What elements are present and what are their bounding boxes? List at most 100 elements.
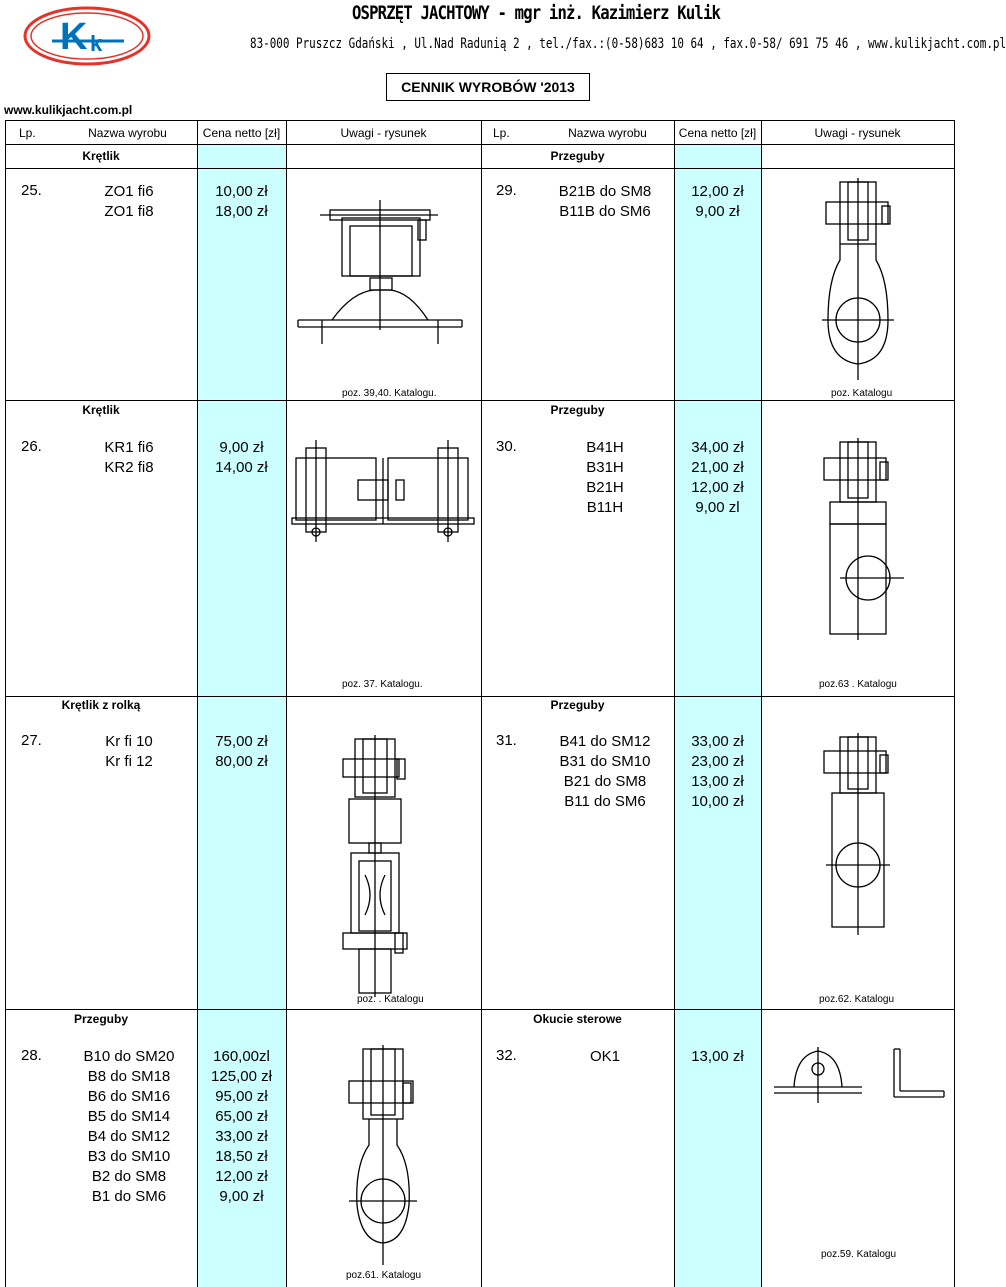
item-lp: 29.	[496, 182, 517, 199]
item-names: Kr fi 10 Kr fi 12	[65, 732, 193, 772]
item-prices: 9,00 zł 14,00 zł	[197, 438, 286, 478]
col-header-notes-left: Uwagi - rysunek	[340, 126, 427, 140]
item-price: 80,00 zł	[215, 753, 268, 770]
item-name: B3 do SM10	[87, 1148, 171, 1165]
section-label: Przeguby	[73, 1012, 128, 1026]
item-lp: 30.	[496, 438, 517, 455]
price-list-title: CENNIK WYROBÓW '2013	[386, 73, 590, 101]
item-names: B41H B31H B21H B11H	[540, 438, 670, 518]
catalog-note: poz. . Katalogu	[357, 994, 424, 1005]
section-label: Przeguby	[550, 149, 605, 163]
item-prices: 75,00 zł 80,00 zł	[197, 732, 286, 772]
catalog-note: poz. 39,40. Katalogu.	[342, 388, 437, 399]
joint-eye-drawing	[822, 178, 894, 380]
item-name: OK1	[589, 1048, 620, 1065]
item-lp: 25.	[21, 182, 42, 199]
item-name: Kr fi 12	[105, 753, 153, 770]
item-name: B1 do SM6	[91, 1188, 167, 1205]
item-lp: 26.	[21, 438, 42, 455]
item-price: 75,00 zł	[215, 733, 268, 750]
item-prices: 160,00zl 125,00 zł 95,00 zł 65,00 zł 33,…	[197, 1047, 286, 1207]
item-price: 14,00 zł	[215, 459, 268, 476]
item-lp: 27.	[21, 732, 42, 749]
catalog-note: poz.59. Katalogu	[821, 1249, 897, 1260]
item-price: 95,00 zł	[215, 1088, 268, 1105]
company-address: 83-000 Pruszcz Gdański , Ul.Nad Radunią …	[250, 36, 1006, 52]
item-name: B11B do SM6	[559, 203, 651, 220]
item-price: 9,00 zł	[695, 203, 740, 220]
item-prices: 12,00 zł 9,00 zł	[674, 182, 761, 222]
col-header-name-right: Nazwa wyrobu	[568, 126, 647, 140]
item-price: 33,00 zł	[215, 1128, 268, 1145]
joint-fork-drawing	[348, 1045, 417, 1265]
item-price: 12,00 zł	[691, 183, 744, 200]
item-names: KR1 fi6 KR2 fi8	[65, 438, 193, 478]
item-name: B31H	[586, 459, 624, 476]
svg-text:k: k	[90, 31, 103, 56]
swivel-plate-drawing	[297, 200, 463, 344]
item-price: 125,00 zł	[211, 1068, 272, 1085]
section-label: Krętlik	[82, 149, 120, 163]
company-logo: K k	[23, 6, 151, 66]
item-price: 12,00 zł	[215, 1168, 268, 1185]
item-price: 33,00 zł	[691, 733, 744, 750]
item-price: 18,50 zł	[215, 1148, 268, 1165]
item-name: B21 do SM8	[563, 773, 647, 790]
item-price: 10,00 zł	[691, 793, 744, 810]
item-name: B31 do SM10	[559, 753, 651, 770]
item-price: 21,00 zł	[691, 459, 744, 476]
catalog-note: poz. Katalogu	[831, 388, 893, 399]
item-name: B41H	[586, 439, 624, 456]
item-name: B6 do SM16	[87, 1088, 171, 1105]
item-names: B41 do SM12 B31 do SM10 B21 do SM8 B11 d…	[540, 732, 670, 812]
item-names: OK1	[540, 1047, 670, 1067]
catalog-note: poz.62. Katalogu	[819, 994, 895, 1005]
price-column-right-bg	[674, 144, 761, 1287]
col-header-price-left: Cena netto [zł]	[202, 126, 281, 140]
company-name: OSPRZĘT JACHTOWY - mgr inż. Kazimierz Ku…	[352, 2, 721, 24]
col-header-lp-left: Lp.	[19, 126, 36, 140]
item-price: 13,00 zł	[691, 773, 744, 790]
item-prices: 10,00 zł 18,00 zł	[197, 182, 286, 222]
website-link[interactable]: www.kulikjacht.com.pl	[4, 103, 133, 117]
swivel-roller-drawing	[342, 735, 408, 997]
col-header-price-right: Cena netto [zł]	[678, 126, 757, 140]
item-names: ZO1 fi6 ZO1 fi8	[65, 182, 193, 222]
item-names: B10 do SM20 B8 do SM18 B6 do SM16 B5 do …	[65, 1047, 193, 1207]
item-name: ZO1 fi8	[104, 203, 154, 220]
item-name: KR1 fi6	[104, 439, 154, 456]
item-name: Kr fi 10	[105, 733, 153, 750]
item-price: 10,00 zł	[215, 183, 268, 200]
item-name: B21H	[586, 479, 624, 496]
item-price: 65,00 zł	[215, 1108, 268, 1125]
joint-long-drawing	[823, 733, 890, 935]
section-label: Krętlik	[82, 403, 120, 417]
item-name: B4 do SM12	[87, 1128, 171, 1145]
item-prices: 13,00 zł	[674, 1047, 761, 1067]
svg-text:K: K	[60, 16, 88, 58]
item-name: B8 do SM18	[87, 1068, 171, 1085]
joint-h-drawing	[823, 438, 904, 640]
item-name: B11H	[586, 499, 624, 516]
item-price: 9,00 zł	[219, 439, 264, 456]
item-price: 18,00 zł	[215, 203, 268, 220]
section-label: Przeguby	[550, 403, 605, 417]
col-header-notes-right: Uwagi - rysunek	[814, 126, 901, 140]
section-label: Krętlik z rolką	[61, 698, 141, 712]
item-prices: 33,00 zł 23,00 zł 13,00 zł 10,00 zł	[674, 732, 761, 812]
item-price: 13,00 zł	[691, 1048, 744, 1065]
item-name: B2 do SM8	[91, 1168, 167, 1185]
catalog-note: poz.61. Katalogu	[346, 1270, 422, 1281]
item-price: 34,00 zł	[691, 439, 744, 456]
swivel-double-drawing	[291, 440, 475, 542]
item-price: 23,00 zł	[691, 753, 744, 770]
item-name: B41 do SM12	[559, 733, 651, 750]
catalog-note: poz.63 . Katalogu	[819, 679, 897, 690]
rudder-fitting-drawing	[774, 1047, 945, 1103]
item-price: 160,00zl	[213, 1048, 270, 1065]
col-header-name-left: Nazwa wyrobu	[88, 126, 167, 140]
item-name: KR2 fi8	[104, 459, 154, 476]
price-table: Lp. Nazwa wyrobu Cena netto [zł] Uwagi -…	[5, 120, 955, 1287]
item-price: 12,00 zł	[691, 479, 744, 496]
item-names: B21B do SM8 B11B do SM6	[540, 182, 670, 222]
